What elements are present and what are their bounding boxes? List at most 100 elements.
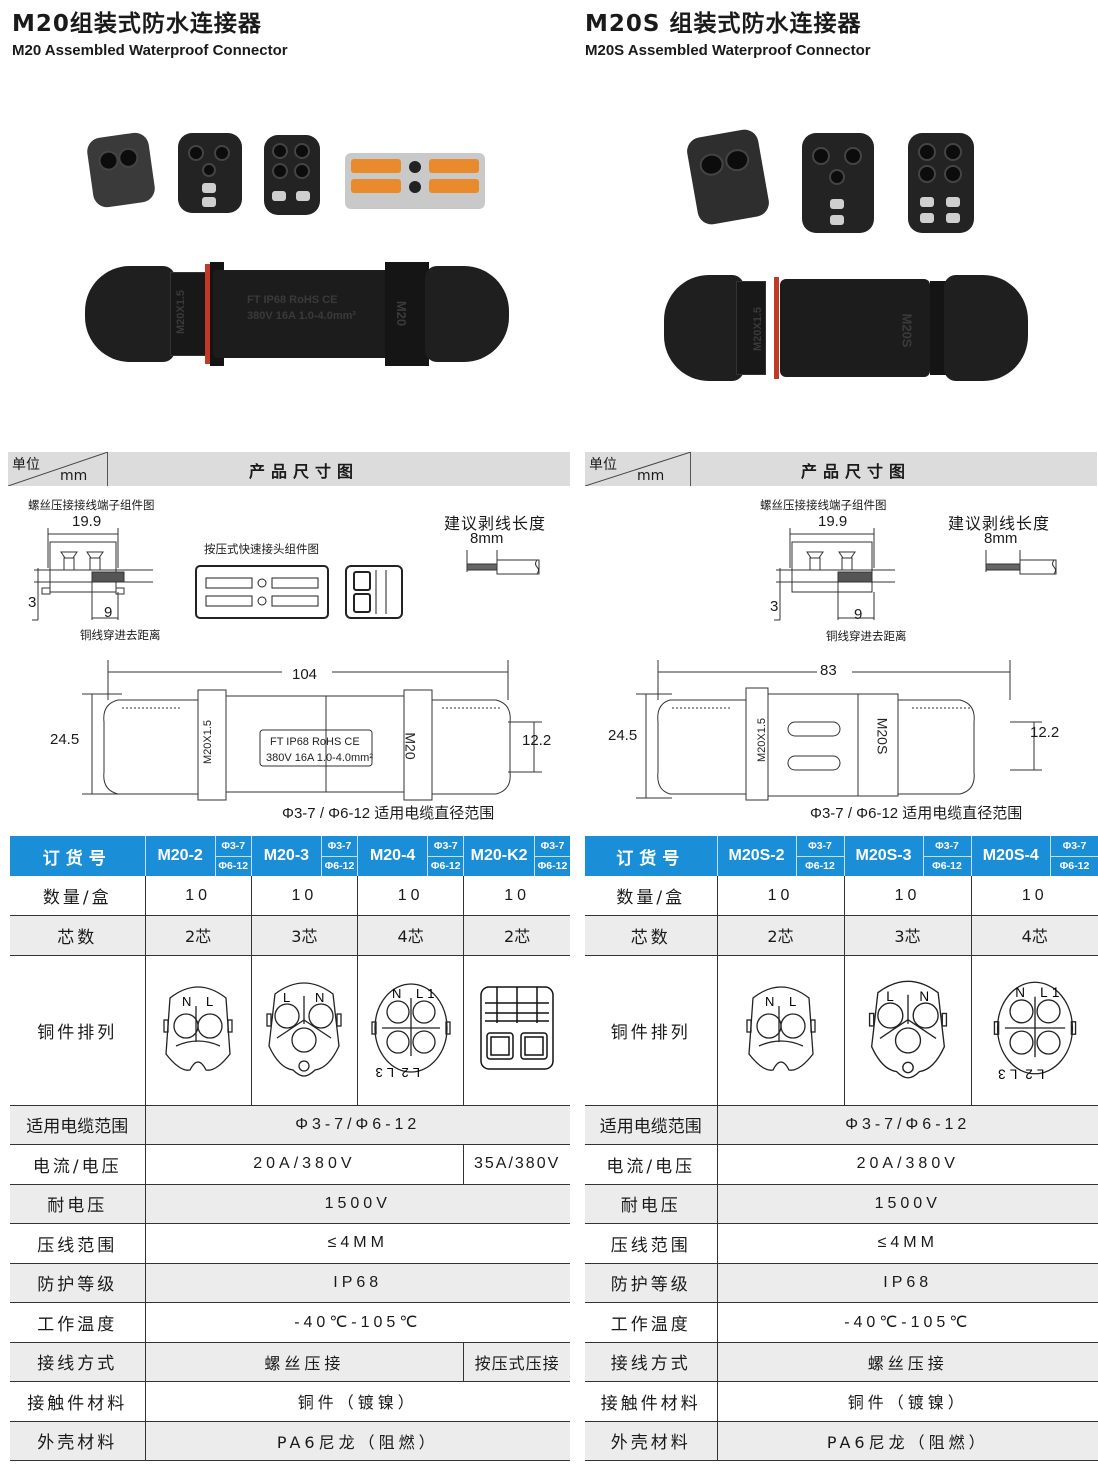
insert-2pin-photo [85, 131, 157, 209]
screw-terminal-drawing [28, 528, 158, 623]
photo-size-marking: M20S [899, 313, 915, 348]
strip-length-value: 8mm [984, 530, 1018, 547]
table-row: 接线方式 螺丝压接 按压式压接 [10, 1342, 570, 1382]
svg-text:N: N [765, 994, 778, 1009]
row-label: 适用电缆范围 [10, 1105, 146, 1145]
svg-text:L: L [886, 989, 898, 1004]
row-label: 压线范围 [585, 1223, 718, 1264]
row-label: 外壳材料 [10, 1421, 146, 1461]
svg-text:L: L [283, 990, 294, 1005]
dimension-header: 单位 mm 产品尺寸图 [8, 452, 570, 486]
table-row: 防护等级 IP68 [585, 1263, 1098, 1303]
row-label: 耐电压 [585, 1184, 718, 1224]
row-label: 工作温度 [10, 1302, 146, 1343]
table-row: 数量/盒 10 10 10 [585, 876, 1098, 916]
row-label: 芯数 [585, 915, 718, 956]
svg-text:L3: L3 [994, 1067, 1017, 1080]
dimension-title: 产品尺寸图 [248, 462, 359, 481]
insert-3pin-photo [802, 133, 874, 233]
length-value: 83 [820, 662, 837, 679]
unit-divider-icon [8, 452, 108, 486]
insert-3pin-photo [178, 133, 242, 213]
dimension-header: 单位 mm 产品尺寸图 [585, 452, 1097, 486]
photo-marking-line1: FT IP68 RoHS CE [247, 294, 338, 306]
svg-text:L2: L2 [1021, 1067, 1044, 1080]
row-label: 压线范围 [10, 1223, 146, 1264]
row-label: 工作温度 [585, 1302, 718, 1343]
row-label: 外壳材料 [585, 1421, 718, 1461]
table-row: 芯数 2芯 3芯 4芯 2芯 [10, 915, 570, 956]
strip-wire-drawing [984, 550, 1064, 576]
strip-length-label: 建议剥线长度 [444, 514, 547, 533]
row-label: 芯数 [10, 915, 146, 956]
table-row: 耐电压 1500V [585, 1184, 1098, 1224]
insert-depth-label: 铜线穿进去距离 [826, 629, 907, 643]
svg-text:N: N [1015, 985, 1029, 1000]
thread-marking: M20X1.5 [202, 719, 215, 765]
push-terminal-drawing [196, 566, 416, 622]
table-row: 适用电缆范围 Φ3-7/Φ6-12 [585, 1105, 1098, 1145]
cable-range-note: Φ3-7 / Φ6-12 适用电缆直径范围 [282, 805, 495, 822]
table-row: 防护等级 IP68 [10, 1263, 570, 1303]
product-photo: M20X1.5 M20S [580, 95, 1098, 415]
row-label: 电流/电压 [585, 1144, 718, 1185]
svg-text:L: L [206, 994, 217, 1009]
order-no-header: 订货号 [585, 836, 718, 876]
row-label: 接线方式 [10, 1342, 146, 1382]
svg-text:L2: L2 [397, 1065, 419, 1078]
size-marking: M20S [874, 717, 891, 755]
body-marking-line1: FT IP68 RoHS CE [270, 736, 360, 748]
unit-value: mm [637, 468, 665, 484]
push-terminal-label: 按压式快速接头组件图 [204, 542, 319, 556]
table-row: 接触件材料 铜件（镀镍） [10, 1381, 570, 1422]
unit-box: 单位 mm [8, 452, 108, 486]
cable-dia-value: 12.2 [522, 732, 552, 749]
screw-terminal-drawing [770, 528, 900, 623]
row-label: 电流/电压 [10, 1144, 146, 1185]
unit-label: 单位 [589, 457, 617, 473]
svg-text:N: N [315, 990, 328, 1005]
row-label: 铜件排列 [10, 955, 146, 1106]
photo-thread-marking: M20X1.5 [175, 289, 188, 335]
size-marking: M20 [402, 732, 419, 760]
row-label: 接触件材料 [585, 1381, 718, 1422]
table-row: 外壳材料 PA6尼龙（阻燃） [585, 1421, 1098, 1461]
connector-dimension-drawing [632, 660, 1072, 800]
table-row: 数量/盒 10 10 10 10 [10, 876, 570, 916]
row-label: 铜件排列 [585, 955, 718, 1106]
svg-text:L1: L1 [1040, 985, 1063, 1000]
unit-divider-icon [585, 452, 691, 486]
order-no-header: 订货号 [10, 836, 146, 876]
table-row: 耐电压 1500V [10, 1184, 570, 1224]
table-row: 工作温度 -40℃-105℃ [585, 1302, 1098, 1343]
dimension-title: 产品尺寸图 [800, 462, 911, 481]
strip-length-value: 8mm [470, 530, 504, 547]
screw-width-value: 19.9 [818, 513, 848, 530]
row-label: 防护等级 [10, 1263, 146, 1303]
svg-text:L1: L1 [416, 986, 438, 1001]
photo-size-marking: M20 [394, 300, 410, 327]
row-label: 数量/盒 [10, 876, 146, 916]
connector-dimension-drawing [82, 660, 552, 800]
unit-value: mm [60, 468, 88, 484]
row-label: 耐电压 [10, 1184, 146, 1224]
unit-box: 单位 mm [585, 452, 691, 486]
table-row: 芯数 2芯 3芯 4芯 [585, 915, 1098, 956]
insert-2pin-photo [684, 127, 772, 227]
row-label: 接线方式 [585, 1342, 718, 1382]
